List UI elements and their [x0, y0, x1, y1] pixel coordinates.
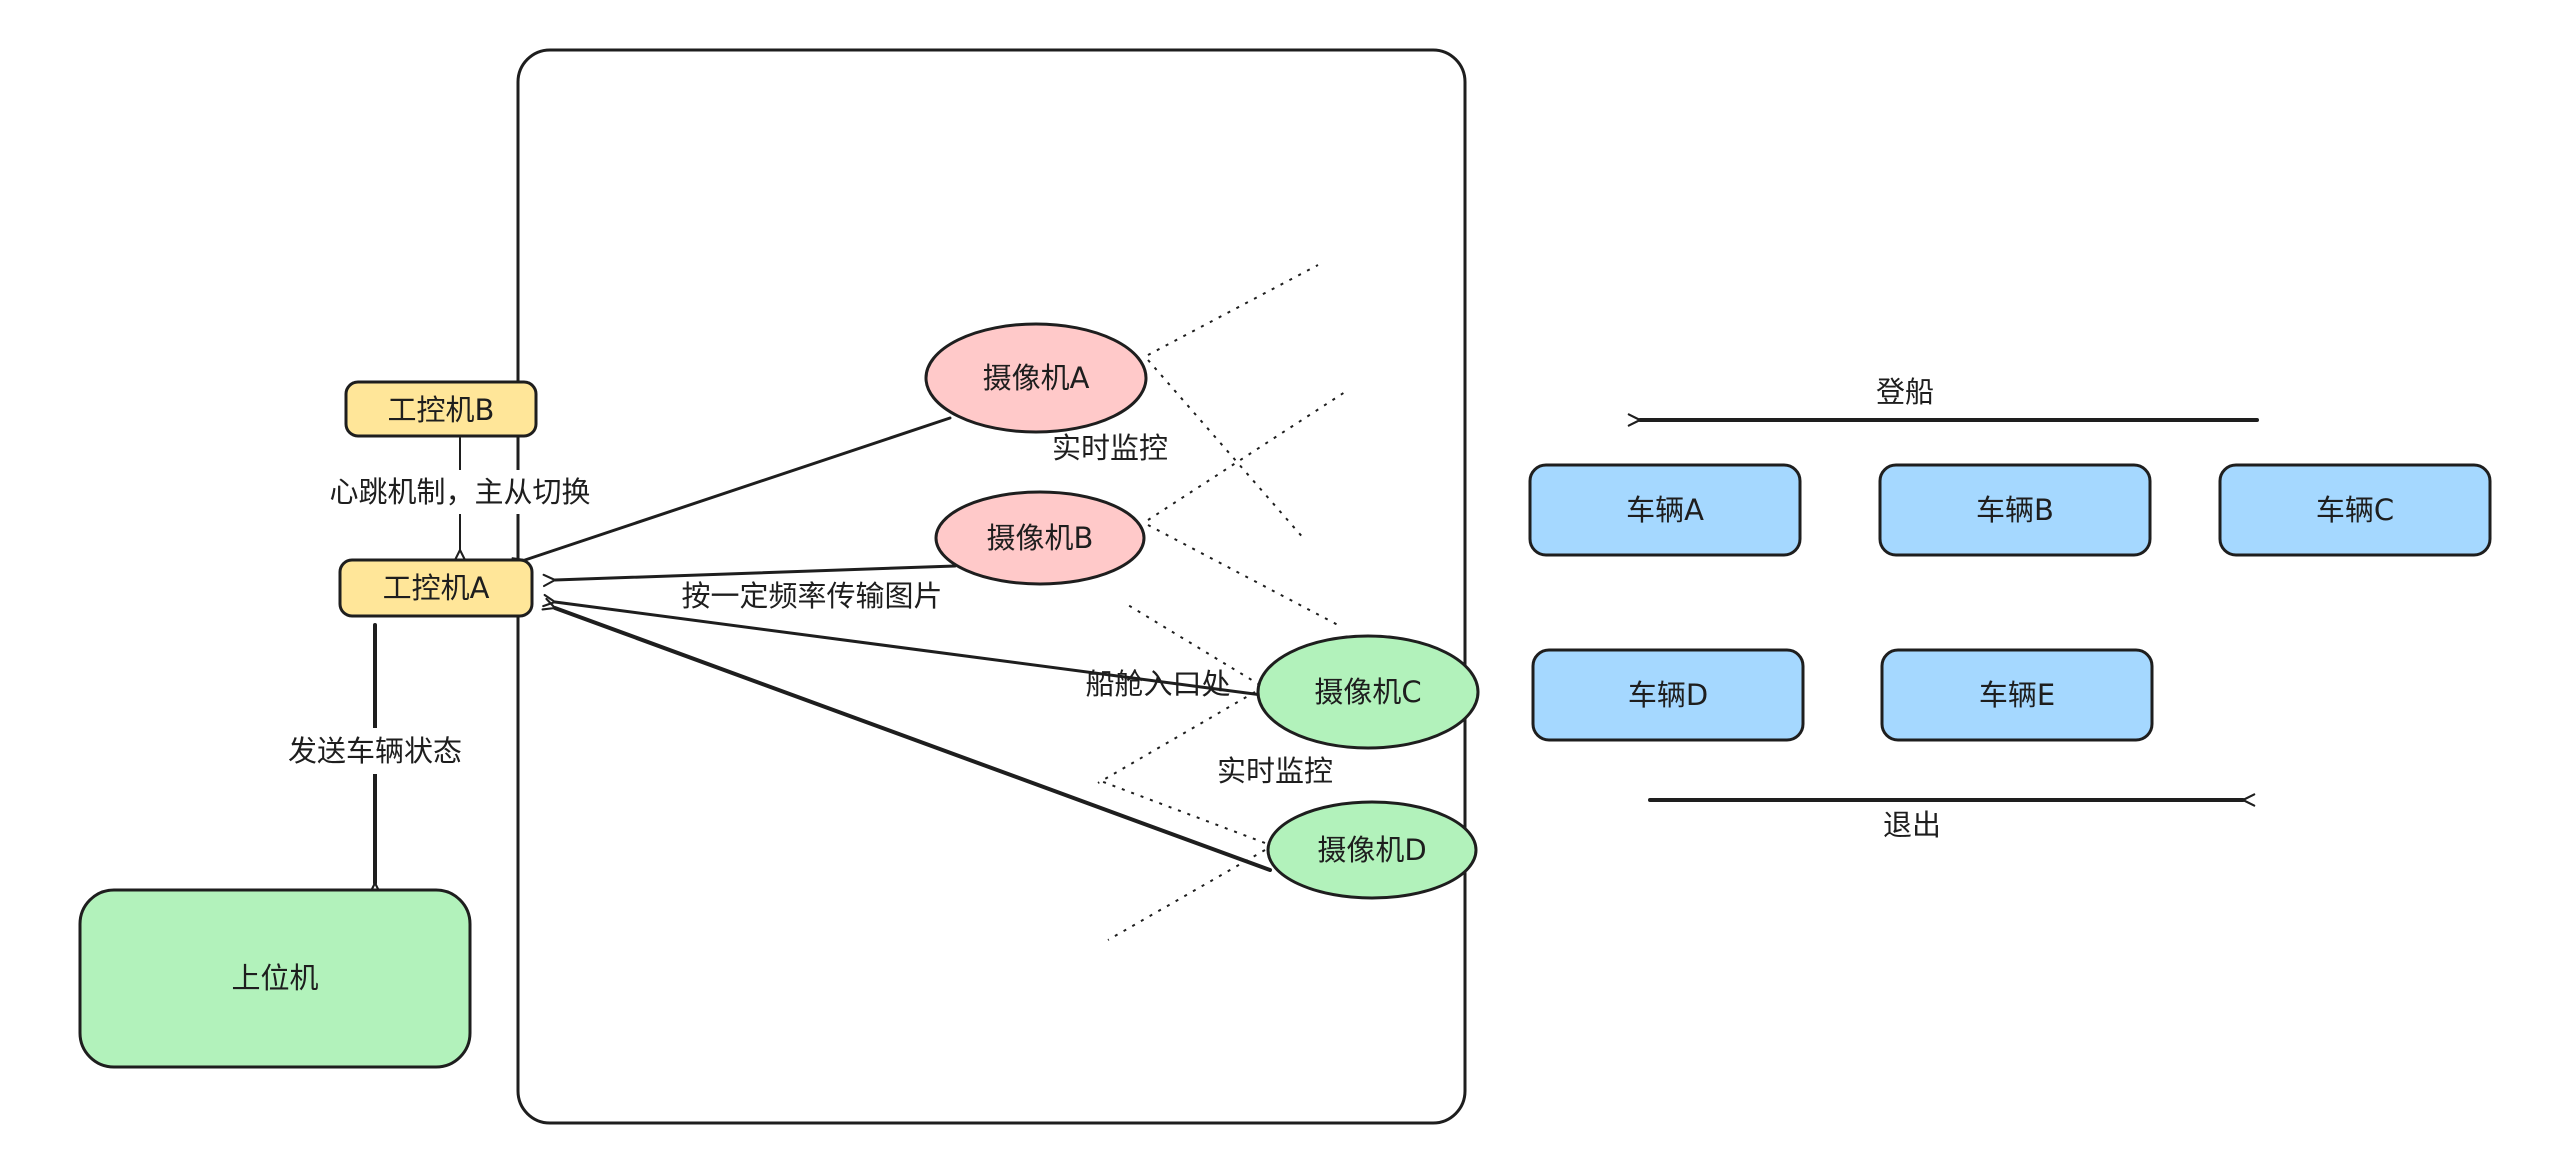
- ship-hold-container: [516, 48, 1467, 1125]
- view-line-a-upper: [1147, 264, 1319, 356]
- view-line-d-upper: [1097, 779, 1266, 844]
- edge-camc-to-ipca: [542, 593, 1264, 697]
- camera-c-node: 摄像机C: [1256, 634, 1480, 750]
- vehicle-a-label: 车辆A: [1626, 493, 1704, 527]
- heartbeat-label: 心跳机制，主从切换: [329, 475, 590, 509]
- ipc-b-label: 工控机B: [388, 393, 495, 427]
- view-line-a-lower: [1147, 359, 1306, 541]
- transmit-label: 按一定频率传输图片: [681, 579, 942, 613]
- exit-label: 退出: [1883, 808, 1941, 842]
- send-status-label-bg: [278, 728, 472, 774]
- vehicle-e-node: 车辆E: [1880, 648, 2154, 742]
- ipc-b-shape: [344, 380, 538, 438]
- view-line-b-lower: [1147, 524, 1339, 626]
- camera-d-label: 摄像机D: [1317, 833, 1426, 867]
- monitor-top-label: 实时监控: [1052, 431, 1168, 465]
- vehicle-c-shape: [2218, 463, 2492, 557]
- camera-d-node: 摄像机D: [1266, 800, 1478, 900]
- camera-a-label: 摄像机A: [983, 361, 1090, 395]
- ipc-a-node: 工控机A: [338, 558, 534, 618]
- camera-a-node: 摄像机A: [924, 322, 1148, 434]
- camera-b-node: 摄像机B: [934, 490, 1146, 586]
- camera-view-lines: [1097, 264, 1346, 941]
- camera-c-shape: [1256, 634, 1480, 750]
- vehicle-a-node: 车辆A: [1528, 463, 1802, 557]
- camera-b-shape: [934, 490, 1146, 586]
- board-label: 登船: [1876, 375, 1934, 409]
- edge-cama-to-ipca: [511, 416, 952, 570]
- host-node: 上位机: [78, 888, 472, 1069]
- vehicle-c-label: 车辆C: [2316, 493, 2394, 527]
- entrance-label: 船舱入口处: [1085, 667, 1230, 701]
- vehicle-e-label: 车辆E: [1979, 678, 2055, 712]
- camera-c-label: 摄像机C: [1314, 675, 1421, 709]
- camera-b-label: 摄像机B: [987, 521, 1094, 555]
- send-status-label: 发送车辆状态: [288, 734, 462, 768]
- view-line-d-lower: [1107, 849, 1266, 941]
- camera-a-shape: [924, 322, 1148, 434]
- vehicle-e-shape: [1880, 648, 2154, 742]
- edge-labels: 心跳机制，主从切换 发送车辆状态 按一定频率传输图片 实时监控 实时监控 船舱入…: [278, 375, 1941, 842]
- monitor-bottom-label: 实时监控: [1217, 754, 1333, 788]
- vehicle-d-node: 车辆D: [1531, 648, 1805, 742]
- host-label: 上位机: [231, 961, 318, 995]
- host-shape: [78, 888, 472, 1069]
- vehicle-b-shape: [1878, 463, 2152, 557]
- vehicle-c-node: 车辆C: [2218, 463, 2492, 557]
- edge-camb-to-ipca: [542, 564, 957, 588]
- vehicle-b-node: 车辆B: [1878, 463, 2152, 557]
- camera-d-shape: [1266, 800, 1478, 900]
- vehicle-a-shape: [1528, 463, 1802, 557]
- ipc-a-label: 工控机A: [383, 571, 490, 605]
- heartbeat-label-bg: [318, 470, 602, 514]
- vehicle-b-label: 车辆B: [1976, 493, 2054, 527]
- edge-camd-to-ipca: [541, 597, 1272, 872]
- view-line-b-upper: [1147, 391, 1346, 521]
- vehicle-d-label: 车辆D: [1628, 678, 1708, 712]
- ipc-b-node: 工控机B: [344, 380, 538, 438]
- edges: [368, 413, 2259, 896]
- ipc-a-shape: [338, 558, 534, 618]
- view-line-c-lower: [1097, 691, 1256, 784]
- vehicle-d-shape: [1531, 648, 1805, 742]
